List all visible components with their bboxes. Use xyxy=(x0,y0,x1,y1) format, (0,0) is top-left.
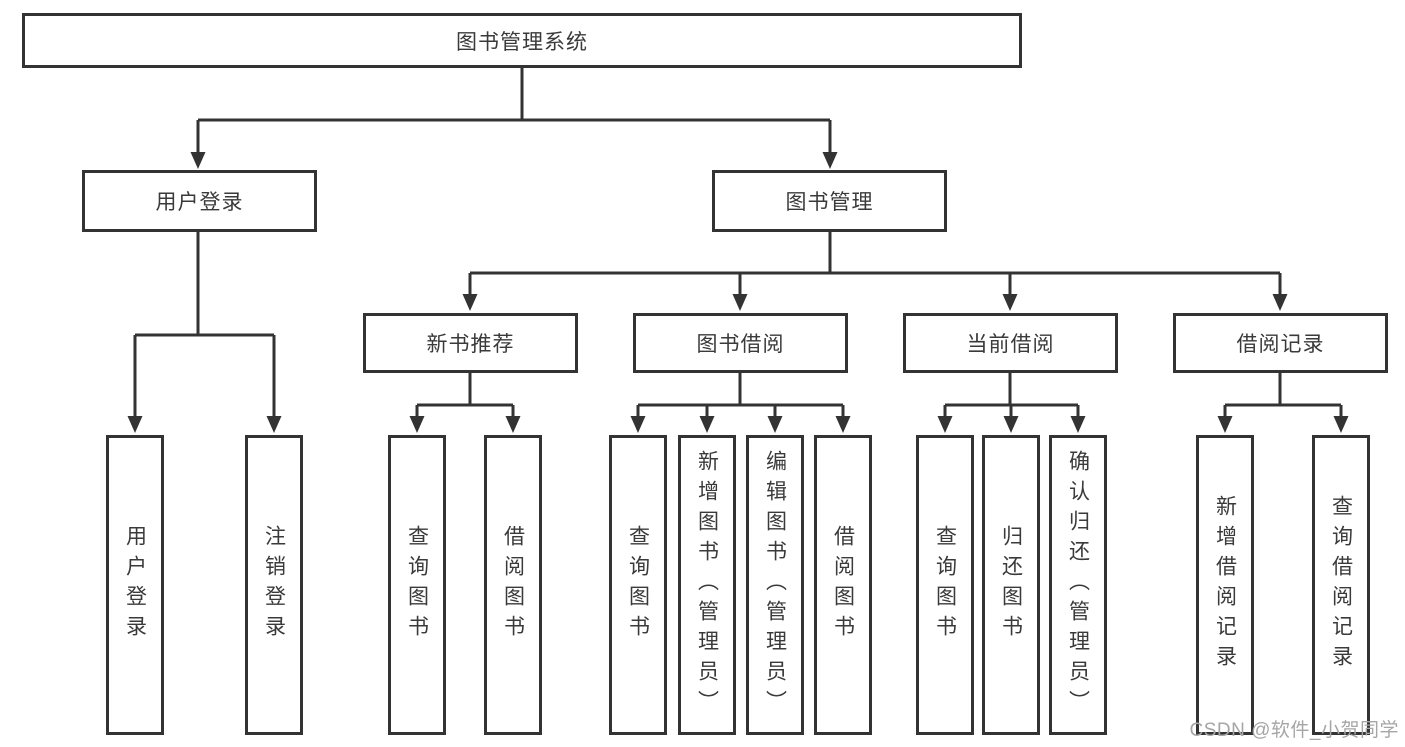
node-label: 新书推荐 xyxy=(426,333,515,356)
node-book-borrowing: 图书借阅 xyxy=(633,313,848,373)
node-book-management: 图书管理 xyxy=(712,170,947,232)
arrowhead-icons xyxy=(127,152,1349,433)
leaf-confirm-return-admin: 确认归还（管理员） xyxy=(1049,435,1107,735)
node-label: 当前借阅 xyxy=(966,333,1055,356)
leaf-add-book-admin: 新增图书（管理员） xyxy=(678,435,736,735)
leaf-label: 借阅图书 xyxy=(831,525,855,645)
node-user-login: 用户登录 xyxy=(82,170,317,232)
leaf-label: 查询借阅记录 xyxy=(1329,495,1353,675)
csdn-watermark: CSDN @软件_小贺同学 xyxy=(1189,720,1399,741)
leaf-query-borrow-record: 查询借阅记录 xyxy=(1312,435,1370,735)
leaf-return-book: 归还图书 xyxy=(982,435,1040,735)
node-label: 图书借阅 xyxy=(696,333,785,356)
leaf-label: 新增借阅记录 xyxy=(1213,495,1237,675)
node-new-book-recommendation: 新书推荐 xyxy=(363,313,578,373)
leaf-edit-book-admin: 编辑图书（管理员） xyxy=(746,435,804,735)
leaf-query-books-recommend: 查询图书 xyxy=(388,435,446,735)
leaf-add-borrow-record: 新增借阅记录 xyxy=(1196,435,1254,735)
leaf-label: 查询图书 xyxy=(933,525,957,645)
leaf-borrow-books: 借阅图书 xyxy=(814,435,872,735)
leaf-logout-login: 注销登录 xyxy=(245,435,303,735)
node-label: 图书管理系统 xyxy=(456,30,588,54)
leaf-borrow-books-recommend: 借阅图书 xyxy=(484,435,542,735)
leaf-label: 用户登录 xyxy=(123,525,147,645)
node-borrowing-records: 借阅记录 xyxy=(1173,313,1388,373)
leaf-label: 注销登录 xyxy=(262,525,286,645)
node-library-management-system: 图书管理系统 xyxy=(22,13,1022,68)
leaf-label: 编辑图书（管理员） xyxy=(763,450,787,720)
leaf-label: 归还图书 xyxy=(999,525,1023,645)
leaf-label: 查询图书 xyxy=(626,525,650,645)
leaf-label: 新增图书（管理员） xyxy=(695,450,719,720)
leaf-label: 查询图书 xyxy=(405,525,429,645)
node-label: 借阅记录 xyxy=(1236,333,1325,356)
leaf-label: 确认归还（管理员） xyxy=(1066,450,1090,720)
leaf-query-books-current: 查询图书 xyxy=(916,435,974,735)
node-label: 图书管理 xyxy=(785,191,874,214)
leaf-user-login: 用户登录 xyxy=(106,435,164,735)
leaf-query-books-borrowing: 查询图书 xyxy=(609,435,667,735)
node-label: 用户登录 xyxy=(155,191,244,214)
leaf-label: 借阅图书 xyxy=(501,525,525,645)
node-current-borrowing: 当前借阅 xyxy=(903,313,1118,373)
